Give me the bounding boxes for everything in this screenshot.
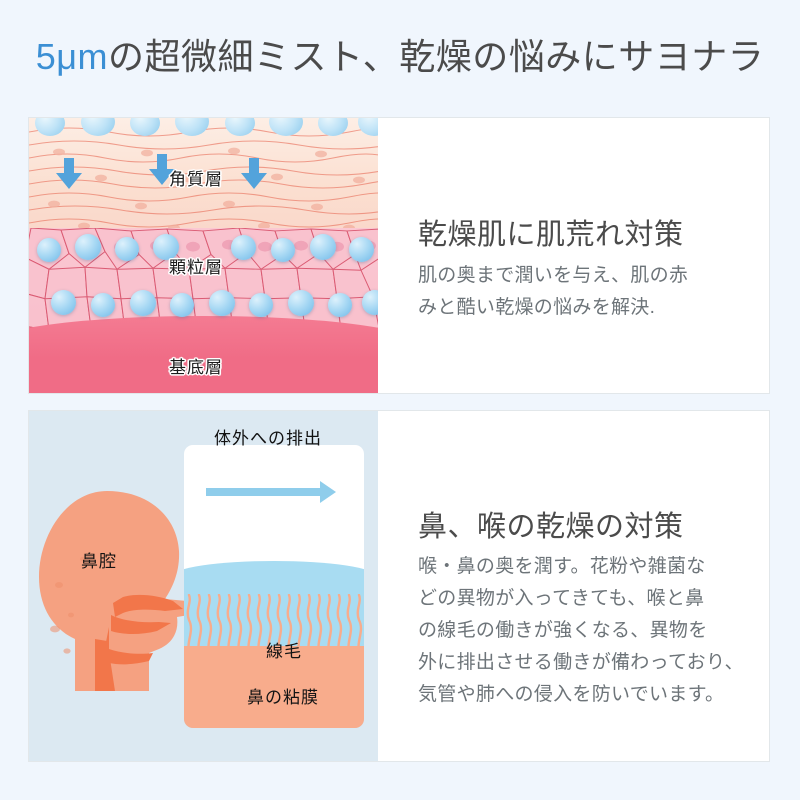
skin-illustration: 角質層 顆粒層 基底層 — [29, 118, 378, 393]
nose-throat-heading: 鼻、喉の乾燥の対策 — [414, 503, 701, 547]
dry-skin-heading-wrap: 乾燥肌に肌荒れ対策 — [414, 211, 701, 255]
nasal-mucosa-region — [184, 646, 364, 728]
dry-skin-heading: 乾燥肌に肌荒れ対策 — [414, 211, 701, 255]
head-silhouette-icon — [39, 491, 189, 691]
label-stratum-corneum: 角質層 — [169, 170, 223, 189]
expulsion-arrow-head-icon — [320, 481, 336, 503]
skin-cross-section-figure: 角質層 顆粒層 基底層 — [29, 118, 378, 393]
nasal-illustration: 異物 花粉 体外への排出 鼻腔 線毛 鼻の粘膜 — [29, 411, 378, 761]
label-cilia: 線毛 — [266, 642, 302, 661]
cilia-icon — [186, 594, 363, 656]
page-title-accent: 5μm — [35, 36, 108, 77]
nose-throat-heading-wrap: 鼻、喉の乾燥の対策 — [414, 503, 701, 547]
label-nasal-cavity: 鼻腔 — [81, 552, 117, 571]
card-dry-skin: 角質層 顆粒層 基底層 乾燥肌に肌荒れ対策 肌の奥まで潤いを与え、肌の赤 みと酷… — [28, 117, 770, 394]
page-title: 5μmの超微細ミスト、乾燥の悩みにサヨナラ — [0, 28, 800, 80]
card-nose-throat: 異物 花粉 体外への排出 鼻腔 線毛 鼻の粘膜 鼻、喉の乾燥の対策 喉・鼻の奥を… — [28, 410, 770, 762]
expulsion-arrow-icon — [206, 488, 323, 496]
nasal-cilia-figure: 異物 花粉 体外への排出 鼻腔 線毛 鼻の粘膜 — [29, 411, 378, 761]
label-nasal-mucosa: 鼻の粘膜 — [247, 688, 319, 707]
nose-throat-body: 喉・鼻の奥を潤す。花粉や雑菌な どの異物が入ってきても、喉と鼻 の線毛の働きが強… — [418, 556, 744, 705]
label-basal-layer: 基底層 — [169, 358, 223, 377]
dry-skin-body: 肌の奥まで潤いを与え、肌の赤 みと酷い乾燥の悩みを解決. — [418, 265, 689, 318]
nose-throat-text-pane: 鼻、喉の乾燥の対策 喉・鼻の奥を潤す。花粉や雑菌な どの異物が入ってきても、喉と… — [378, 411, 769, 761]
nasal-detail-panel — [184, 445, 364, 728]
label-expulsion: 体外への排出 — [214, 429, 322, 448]
dry-skin-text-pane: 乾燥肌に肌荒れ対策 肌の奥まで潤いを与え、肌の赤 みと酷い乾燥の悩みを解決. — [378, 118, 769, 393]
mist-droplets-surface — [29, 118, 378, 393]
mist-droplets-granular — [29, 118, 378, 393]
basal-layer-base — [29, 360, 378, 393]
label-granular-layer: 顆粒層 — [169, 258, 223, 277]
page-title-rest: の超微細ミスト、乾燥の悩みにサヨナラ — [107, 36, 765, 77]
